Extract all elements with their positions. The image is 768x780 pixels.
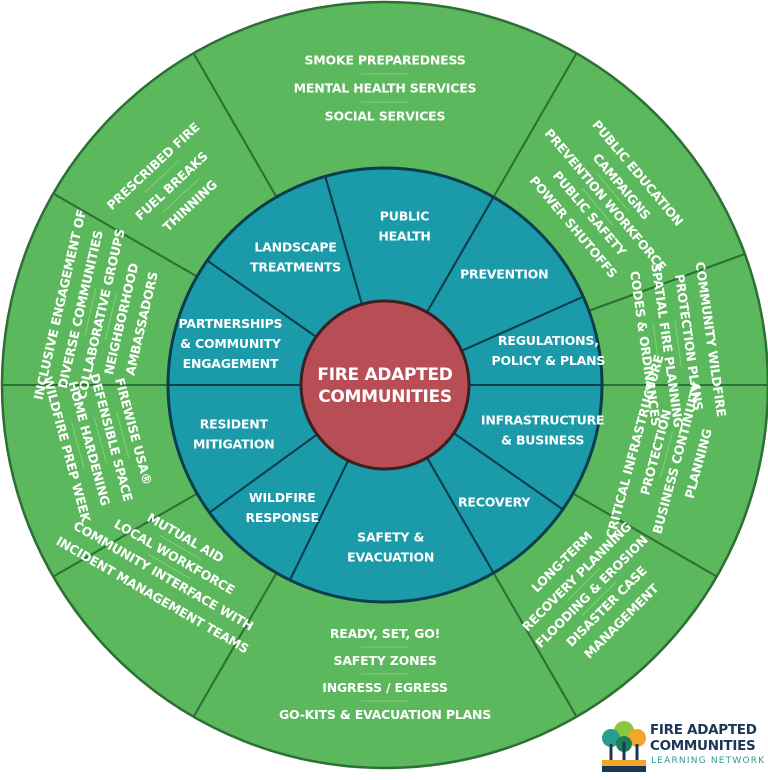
inner-label-resident-mitigation-line: RESIDENT <box>200 417 269 432</box>
item-separator <box>674 319 682 368</box>
item-separator <box>597 174 630 212</box>
center-hub: FIRE ADAPTED COMMUNITIES <box>299 299 471 471</box>
item-separator <box>581 187 614 226</box>
inner-label-wildfire-response-line: RESPONSE <box>245 510 318 525</box>
item-separator <box>105 292 117 340</box>
item-separator <box>158 534 202 560</box>
inner-label-safety-evacuation-line: EVACUATION <box>347 549 434 564</box>
item-separator <box>566 566 602 602</box>
item-separator <box>162 178 199 213</box>
center-title-line2: COMMUNITIES <box>318 387 452 407</box>
item-separator <box>115 411 130 458</box>
inner-label-partnerships-line: & COMMUNITY <box>180 336 282 351</box>
inner-ring-border <box>166 166 604 604</box>
outer-item-top-line: SOCIAL SERVICES <box>325 109 446 124</box>
logo-line-3: LEARNING NETWORK <box>651 756 766 766</box>
outer-item-bottom-line: GO-KITS & EVACUATION PLANS <box>279 707 491 722</box>
inner-label-infrastructure-line: & BUSINESS <box>501 433 584 448</box>
center-circle <box>299 299 471 471</box>
inner-label-partnerships-line: PARTNERSHIPS <box>179 316 283 331</box>
outer-item-top-line: MENTAL HEALTH SERVICES <box>294 81 477 96</box>
item-separator <box>144 159 181 193</box>
inner-label-resident-mitigation-line: MITIGATION <box>193 437 275 452</box>
logo-line-2: COMMUNITIES <box>650 738 756 754</box>
outer-item-bottom-line: READY, SET, GO! <box>330 626 440 641</box>
inner-label-recovery-line: RECOVERY <box>458 495 531 510</box>
center-title-line1: FIRE ADAPTED <box>317 365 452 385</box>
outer-item-top-line: SMOKE PREPAREDNESS <box>304 53 465 68</box>
inner-label-infrastructure-group: INFRASTRUCTURE & BUSINESS <box>481 413 605 448</box>
outer-item-bottom-group: READY, SET, GO! SAFETY ZONES INGRESS / EGR… <box>279 626 492 722</box>
inner-label-partnerships-line: ENGAGEMENT <box>183 356 279 371</box>
inner-label-regulations-group: REGULATIONS, POLICY & PLANS <box>491 333 605 368</box>
inner-label-landscape-treatments-line: LANDSCAPE <box>254 240 336 255</box>
item-separator <box>93 417 108 464</box>
item-separator <box>659 431 674 479</box>
inner-label-wildfire-response-line: WILDFIRE <box>249 490 316 505</box>
inner-label-landscape-treatments-group: LANDSCAPE TREATMENTS <box>250 240 341 275</box>
inner-label-prevention-line: PREVENTION <box>460 266 548 281</box>
inner-label-infrastructure-line: INFRASTRUCTURE <box>481 413 604 428</box>
inner-label-regulations-line: REGULATIONS, <box>498 333 599 348</box>
item-separator <box>652 323 661 371</box>
item-separator <box>84 288 97 336</box>
item-separator <box>147 553 191 579</box>
inner-label-partnerships-group: PARTNERSHIPS & COMMUNITY ENGAGEMENT <box>179 316 283 371</box>
logo-line-1: FIRE ADAPTED <box>650 722 757 738</box>
inner-label-public-health-group: PUBLIC HEALTH <box>378 209 431 244</box>
inner-ring: PUBLIC HEALTH PREVENTION REGULATIONS, POLICY… <box>166 166 606 604</box>
inner-label-resident-mitigation-group: RESIDENT MITIGATION <box>193 417 275 452</box>
inner-label-regulations-line: POLICY & PLANS <box>491 353 605 368</box>
tree-group-logo-icon <box>602 721 646 772</box>
inner-label-wildfire-response-group: WILDFIRE RESPONSE <box>245 490 319 525</box>
inner-label-public-health-line: HEALTH <box>378 229 430 244</box>
outer-item-top-group: SMOKE PREPAREDNESS MENTAL HEALTH SERVICES… <box>294 53 477 124</box>
inner-label-safety-evacuation-line: SAFETY & <box>357 529 424 544</box>
item-separator <box>71 422 85 470</box>
outer-item-bottom-line: INGRESS / EGRESS <box>322 680 448 695</box>
inner-label-public-health-line: PUBLIC <box>380 209 429 224</box>
inner-label-prevention-group: PREVENTION <box>460 266 548 281</box>
item-separator <box>581 581 617 617</box>
inner-label-safety-evacuation-group: SAFETY & EVACUATION <box>347 529 434 564</box>
outer-item-bottom-line: SAFETY ZONES <box>334 653 437 668</box>
fire-adapted-communities-logo: FIRE ADAPTED COMMUNITIES LEARNING NETWOR… <box>598 716 768 780</box>
inner-label-recovery-group: RECOVERY <box>458 495 532 510</box>
inner-label-landscape-treatments-line: TREATMENTS <box>250 260 341 275</box>
